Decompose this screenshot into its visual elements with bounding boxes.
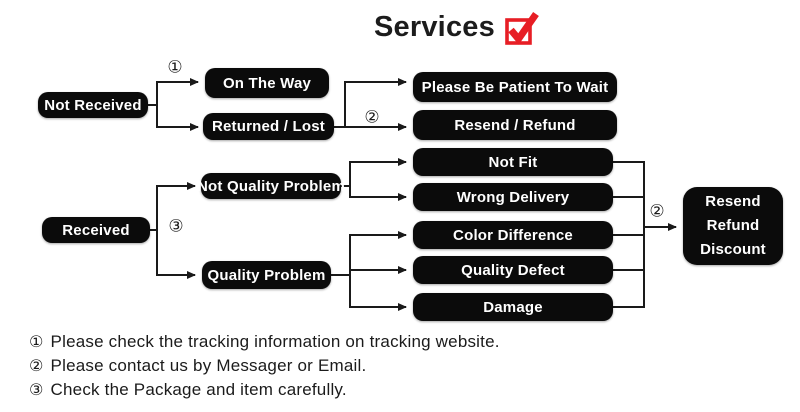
node-please-be-patient: Please Be Patient To Wait	[413, 72, 617, 102]
node-resend-refund-discount: Resend Refund Discount	[683, 187, 783, 265]
node-color-difference: Color Difference	[413, 221, 613, 249]
page-title: Services	[374, 11, 495, 43]
footnote-2: ② Please contact us by Messager or Email…	[29, 356, 366, 376]
node-not-received: Not Received	[38, 92, 148, 118]
node-on-the-way: On The Way	[205, 68, 329, 98]
node-not-quality-problem: Not Quality Problem	[197, 173, 345, 199]
footnote-3: ③ Check the Package and item carefully.	[29, 380, 347, 400]
footnote-2-marker: ②	[29, 356, 44, 375]
red-checked-checkbox-icon	[505, 11, 539, 45]
node-received: Received	[42, 217, 150, 243]
footnote-3-text: Check the Package and item carefully.	[50, 380, 347, 399]
node-returned-lost: Returned / Lost	[203, 113, 334, 140]
title-row: Services	[374, 8, 539, 46]
node-damage: Damage	[413, 293, 613, 321]
footnote-3-marker: ③	[29, 380, 44, 399]
final-line-1: Resend	[705, 193, 761, 210]
node-not-fit: Not Fit	[413, 148, 613, 176]
final-line-3: Discount	[700, 241, 766, 258]
node-quality-problem: Quality Problem	[202, 261, 331, 289]
footnote-1-text: Please check the tracking information on…	[50, 332, 500, 351]
marker-1-circled: ①	[167, 57, 183, 78]
node-quality-defect: Quality Defect	[413, 256, 613, 284]
node-wrong-delivery: Wrong Delivery	[413, 183, 613, 211]
marker-2-circled-top: ②	[364, 107, 380, 128]
final-line-2: Refund	[706, 217, 760, 234]
node-resend-refund: Resend / Refund	[413, 110, 617, 140]
footnote-2-text: Please contact us by Messager or Email.	[50, 356, 367, 375]
footnote-1-marker: ①	[29, 332, 44, 351]
footnote-1: ① Please check the tracking information …	[29, 332, 500, 352]
marker-2-circled-right: ②	[649, 201, 665, 222]
marker-3-circled: ③	[168, 216, 184, 237]
